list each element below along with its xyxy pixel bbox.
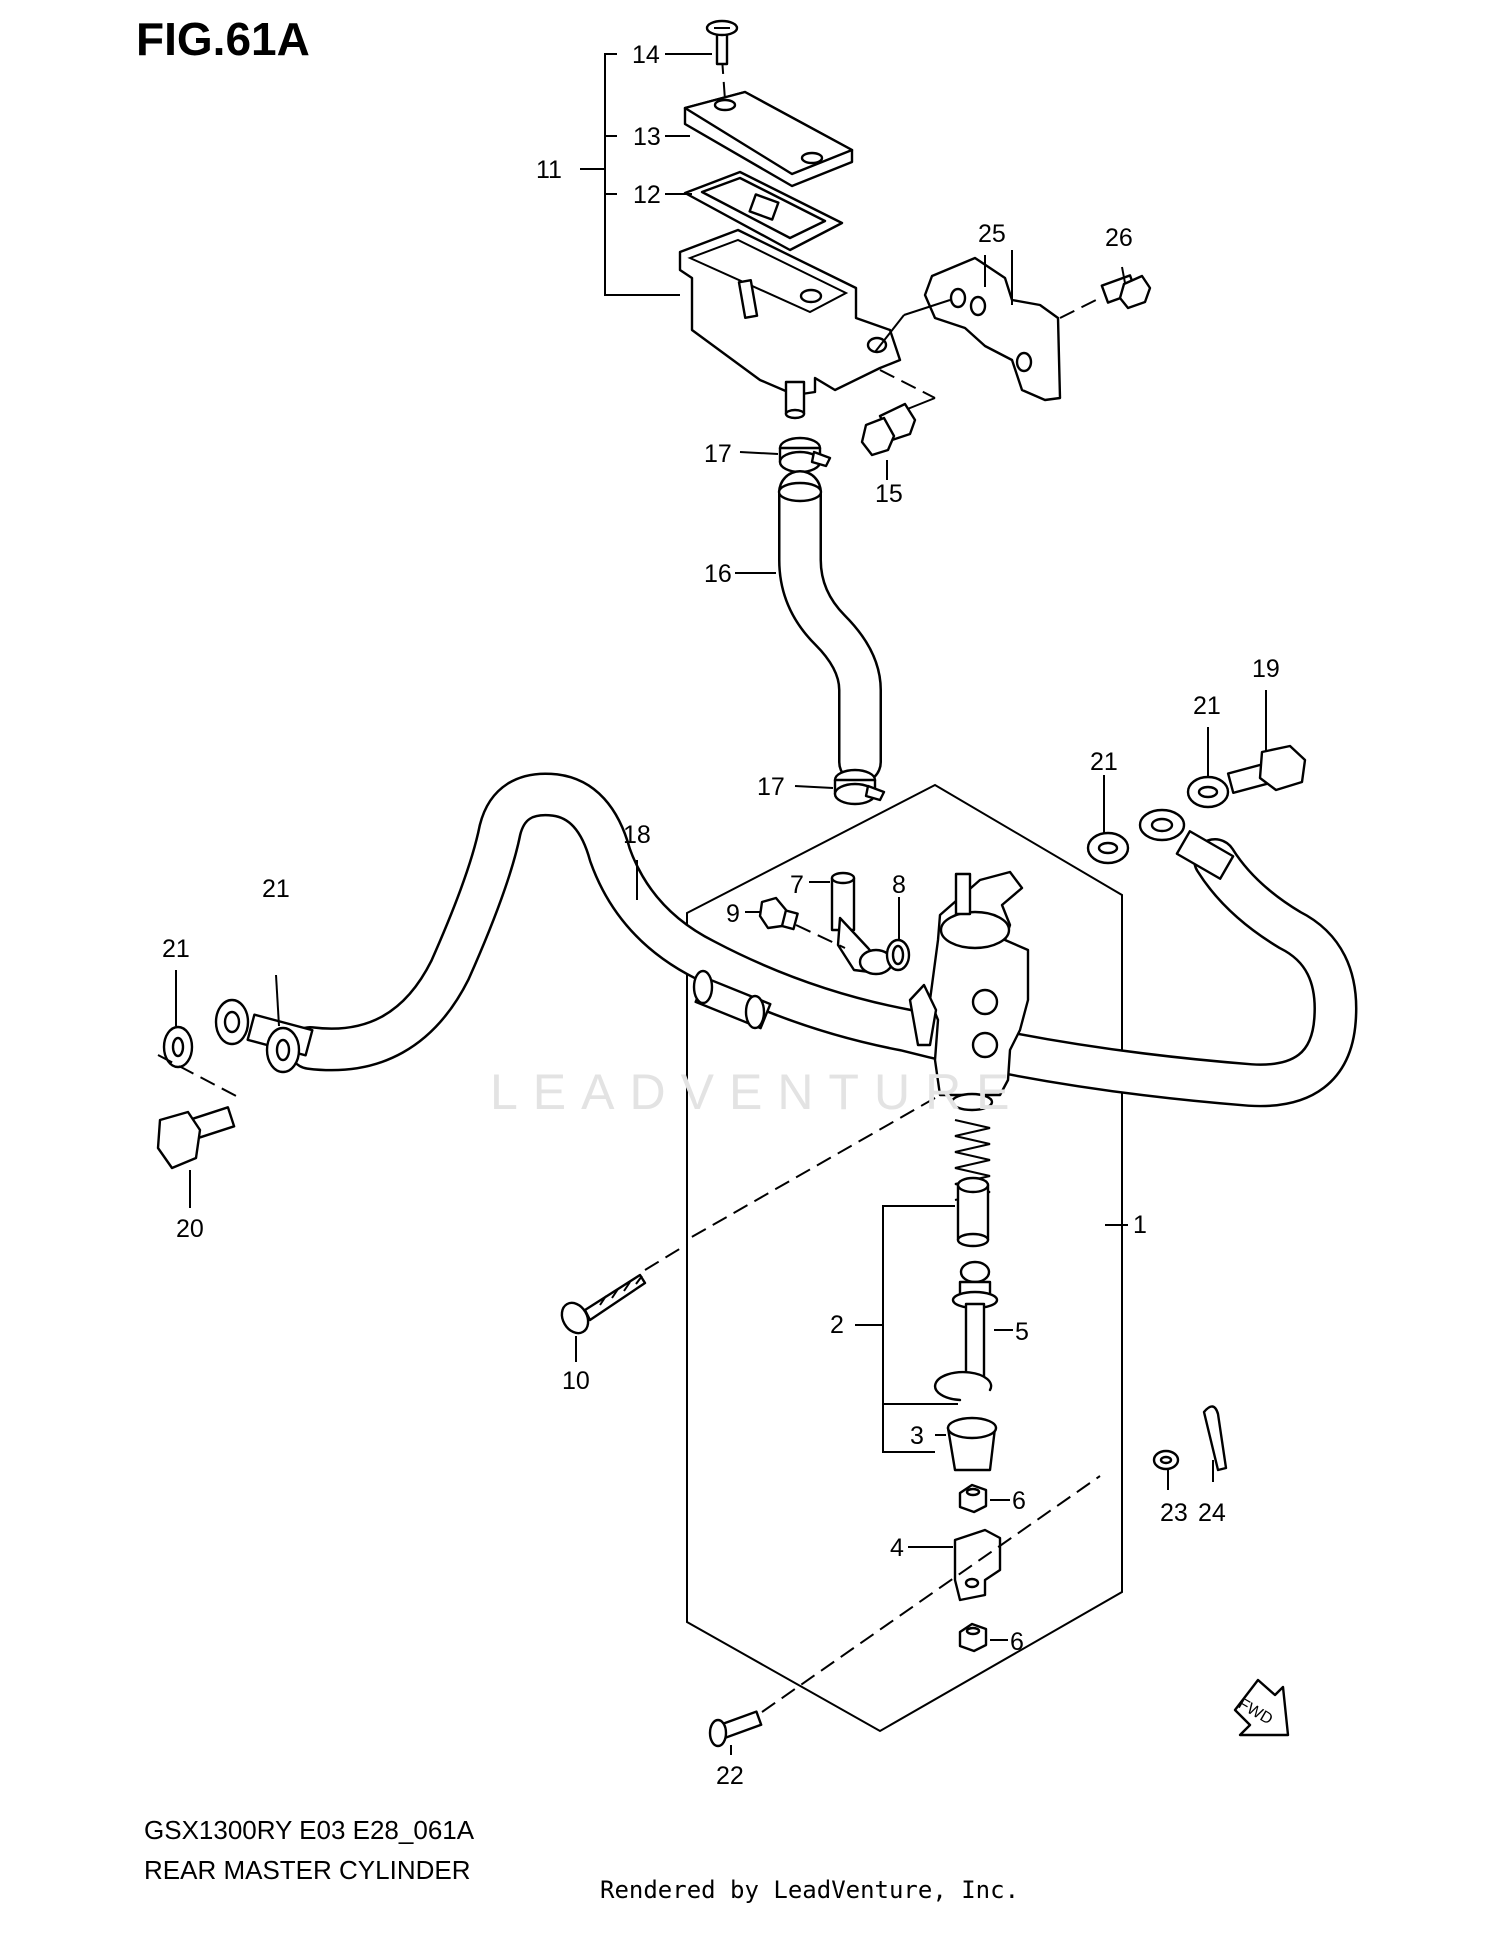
clamp-part-17-upper bbox=[739, 436, 832, 474]
callout-5: 5 bbox=[1015, 1318, 1029, 1346]
callout-1: 1 bbox=[1133, 1211, 1147, 1239]
callout-11: 11 bbox=[536, 156, 562, 184]
callout-21-d: 21 bbox=[1193, 692, 1221, 720]
render-credit: Rendered by LeadVenture, Inc. bbox=[600, 1876, 1020, 1904]
callout-12: 12 bbox=[633, 181, 661, 209]
callout-6-lower: 6 bbox=[1010, 1628, 1024, 1656]
watermark: LEADVENTURE bbox=[490, 1064, 1025, 1120]
fitting-part-7 bbox=[809, 871, 894, 976]
bracket-part-25 bbox=[874, 250, 1062, 402]
piston-part bbox=[956, 1176, 990, 1248]
union-bolt-part-20 bbox=[156, 1054, 241, 1208]
callout-14: 14 bbox=[632, 41, 660, 69]
callout-4: 4 bbox=[890, 1534, 904, 1562]
screw-part-14 bbox=[705, 19, 739, 66]
callout-22: 22 bbox=[716, 1762, 744, 1790]
callout-13: 13 bbox=[633, 123, 661, 151]
figure-title: FIG.61A bbox=[136, 13, 310, 65]
bolt-part-26 bbox=[1059, 266, 1152, 319]
washer-part-23 bbox=[1152, 1449, 1180, 1490]
clamp-part-17-lower bbox=[794, 768, 886, 806]
fwd-arrow-icon: FWD bbox=[1233, 1678, 1290, 1737]
boot-part-3 bbox=[935, 1416, 998, 1472]
callout-17-upper: 17 bbox=[704, 440, 732, 468]
callout-25: 25 bbox=[978, 220, 1006, 248]
callout-8: 8 bbox=[892, 871, 906, 899]
bolt-part-9 bbox=[745, 896, 846, 949]
callout-20: 20 bbox=[176, 1215, 204, 1243]
reservoir-body bbox=[678, 228, 902, 420]
callout-10: 10 bbox=[562, 1367, 590, 1395]
reservoir-hose-part-16 bbox=[735, 470, 882, 784]
callout-7: 7 bbox=[790, 871, 804, 899]
callout-21-a: 21 bbox=[262, 875, 290, 903]
o-ring-part-8 bbox=[885, 897, 911, 972]
screw-part-10 bbox=[560, 1244, 687, 1362]
reservoir-assembly bbox=[580, 19, 902, 420]
callout-17-lower: 17 bbox=[757, 773, 785, 801]
reservoir-cap-part-13 bbox=[683, 90, 854, 188]
union-bolt-part-19 bbox=[1226, 690, 1307, 795]
diaphragm-part-12 bbox=[683, 170, 844, 252]
nut-part-6-lower bbox=[958, 1622, 1008, 1653]
callout-18: 18 bbox=[623, 821, 651, 849]
callout-9: 9 bbox=[726, 900, 740, 928]
circlip-part bbox=[933, 1370, 993, 1402]
callout-24: 24 bbox=[1198, 1499, 1226, 1527]
bolt-part-15 bbox=[860, 369, 936, 480]
washer-part-21-b bbox=[162, 970, 194, 1069]
master-cylinder-body bbox=[908, 870, 1030, 1097]
pushrod-part-5 bbox=[951, 1260, 1013, 1380]
callout-16: 16 bbox=[704, 560, 732, 588]
pin-part-22 bbox=[708, 1475, 1101, 1755]
callout-21-b: 21 bbox=[162, 935, 190, 963]
callout-3: 3 bbox=[910, 1422, 924, 1450]
washer-part-21-c bbox=[1086, 775, 1130, 865]
nut-part-6-upper bbox=[958, 1483, 1010, 1514]
figure-subtitle: REAR MASTER CYLINDER bbox=[144, 1855, 471, 1885]
brake-hose-part-18 bbox=[214, 772, 1358, 1108]
clevis-part-4 bbox=[908, 1528, 1002, 1602]
callout-23: 23 bbox=[1160, 1499, 1188, 1527]
washer-part-21-d bbox=[1186, 727, 1230, 809]
callout-21-c: 21 bbox=[1090, 748, 1118, 776]
callout-6-upper: 6 bbox=[1012, 1487, 1026, 1515]
cotter-pin-part-24 bbox=[1202, 1405, 1228, 1482]
callout-15: 15 bbox=[875, 480, 903, 508]
callout-26: 26 bbox=[1105, 224, 1133, 252]
assembly-outline bbox=[686, 783, 1123, 1733]
washer-part-21-a bbox=[265, 974, 301, 1074]
model-code: GSX1300RY E03 E28_061A bbox=[144, 1815, 475, 1845]
callout-19: 19 bbox=[1252, 655, 1280, 683]
callout-2: 2 bbox=[830, 1311, 844, 1339]
